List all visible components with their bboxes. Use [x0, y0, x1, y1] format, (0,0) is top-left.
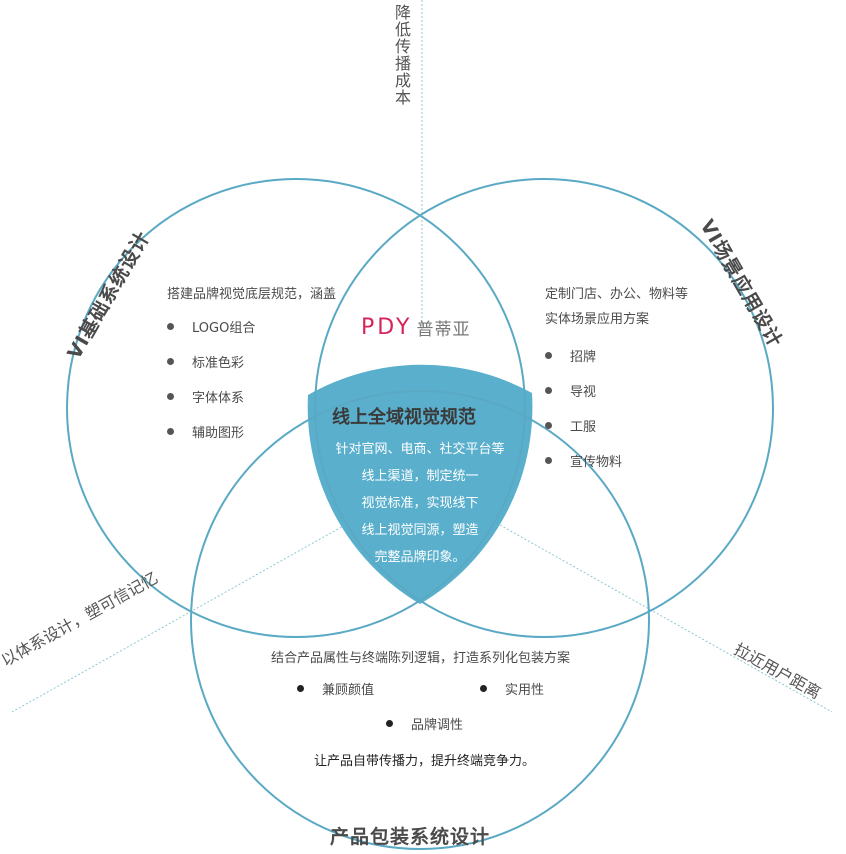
circle-bottom-outro: 让产品自带传播力，提升终端竞争力。 [314, 754, 536, 769]
circle-top-left-intro: 搭建品牌视觉底层规范，涵盖 [167, 287, 337, 302]
circle-bottom-title: 产品包装系统设计 [330, 826, 491, 848]
list-item: 实用性 [480, 679, 544, 698]
list-item: 导视 [545, 381, 596, 400]
bullet-icon [167, 428, 174, 435]
list-item: 辅助图形 [167, 422, 244, 441]
bullet-icon [545, 387, 552, 394]
logo-name: 普蒂亚 [416, 320, 471, 340]
list-item: 品牌调性 [386, 714, 463, 733]
circle-bottom [190, 390, 650, 850]
center-description: 针对官网、电商、社交平台等 线上渠道，制定统一 视觉标准，实现线下 线上视觉同源… [335, 442, 505, 565]
right-axis-line [499, 524, 833, 713]
top-axis-label: 降低传播成本 [392, 4, 411, 106]
list-item: LOGO组合 [167, 317, 255, 336]
bullet-icon [167, 393, 174, 400]
bullet-icon [545, 352, 552, 359]
list-item: 兼顾颜值 [297, 679, 374, 698]
circle-top-right-intro-line2: 实体场景应用方案 [545, 312, 650, 327]
bullet-icon [545, 457, 552, 464]
bullet-icon [297, 685, 304, 692]
circle-top-right-intro-line1: 定制门店、办公、物料等 [545, 287, 689, 302]
list-item: 宣传物料 [545, 451, 622, 470]
list-item: 工服 [545, 416, 596, 435]
logo-mark: PDY [361, 315, 413, 340]
list-item: 标准色彩 [167, 352, 244, 371]
list-item: 招牌 [545, 346, 596, 365]
circle-top-right [314, 178, 774, 638]
bullet-icon [167, 323, 174, 330]
center-overlap-region [307, 364, 533, 604]
brand-logo: PDY 普蒂亚 [361, 315, 470, 340]
bullet-icon [545, 422, 552, 429]
list-item: 字体体系 [167, 387, 244, 406]
center-title: 线上全域视觉规范 [332, 407, 476, 428]
circle-top-left [66, 178, 526, 638]
bullet-icon [480, 685, 487, 692]
bullet-icon [167, 358, 174, 365]
bullet-icon [386, 720, 393, 727]
circle-bottom-intro: 结合产品属性与终端陈列逻辑，打造系列化包装方案 [271, 651, 571, 666]
